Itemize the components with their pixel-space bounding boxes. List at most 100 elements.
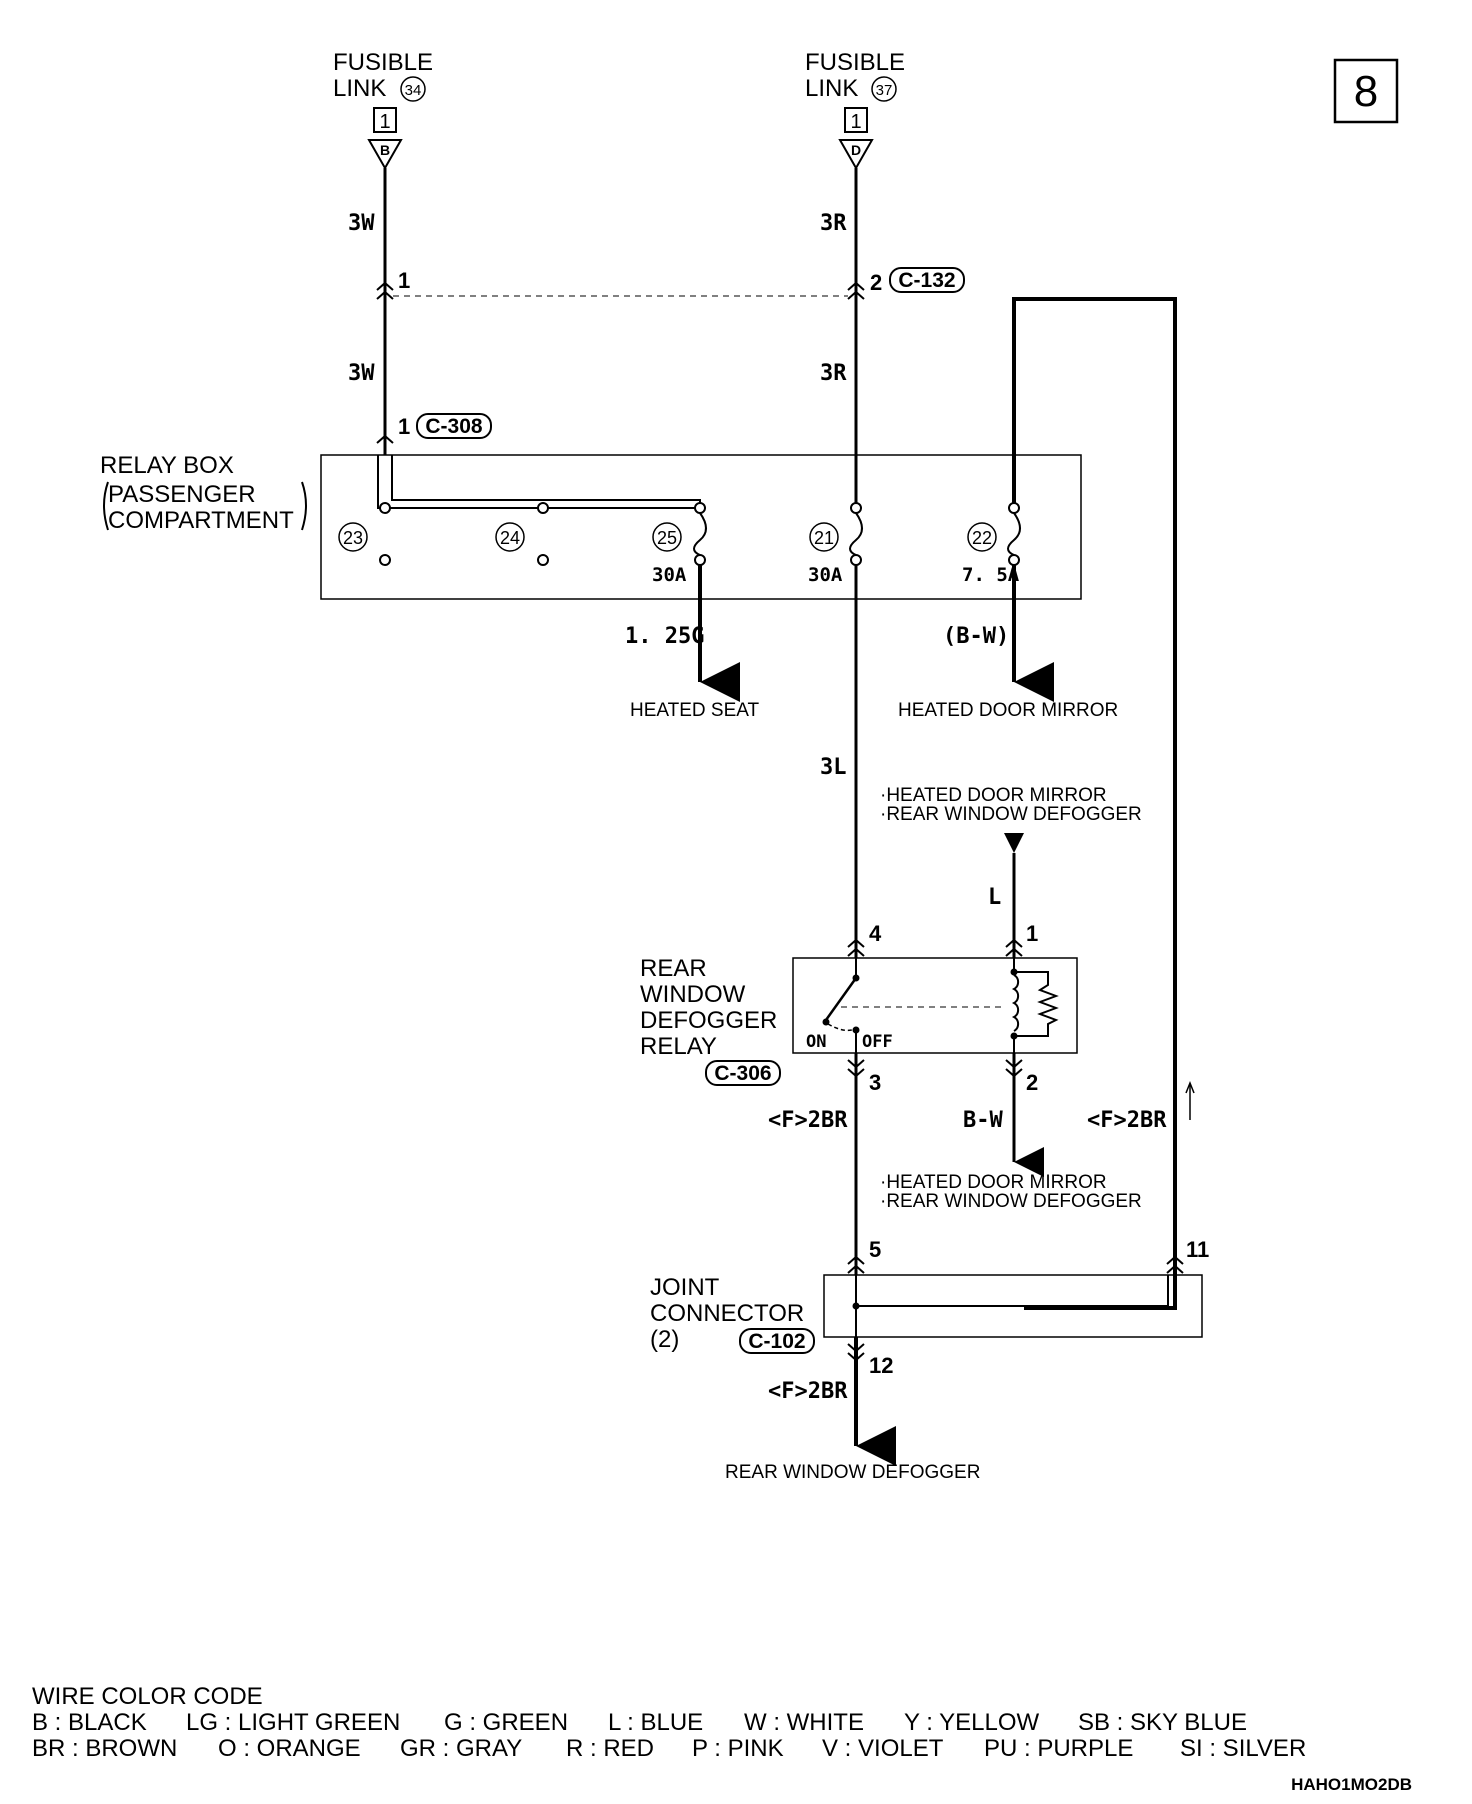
c132-pin-1: 1	[398, 268, 410, 293]
fusible-link-37-number: 37	[876, 82, 893, 99]
fusible-link-34-line1: FUSIBLE	[333, 49, 433, 76]
wire-label-2br-2: <F>2BR	[1087, 1108, 1167, 1133]
fuse-21: 21	[814, 528, 834, 548]
legend-o: O : ORANGE	[218, 1735, 361, 1762]
fusible-link-34-number: 34	[405, 82, 422, 99]
wire-color-legend: WIRE COLOR CODE B : BLACK LG : LIGHT GRE…	[32, 1683, 1306, 1762]
joint-pin-12: 12	[869, 1353, 893, 1378]
dest-upper-mirror: ·HEATED DOOR MIRROR	[880, 785, 1107, 806]
legend-y: Y : YELLOW	[904, 1709, 1040, 1736]
legend-r: R : RED	[566, 1735, 654, 1762]
relay-box-title: RELAY BOX	[100, 452, 234, 479]
fuse-25: 25	[657, 528, 677, 548]
relay-pin-1: 1	[1026, 921, 1038, 946]
legend-sb: SB : SKY BLUE	[1078, 1709, 1247, 1736]
relay-line1: REAR	[640, 955, 707, 982]
relay-line2: WINDOW	[640, 981, 746, 1008]
wire-bw: B-W ·HEATED DOOR MIRROR ·REAR WINDOW DEF…	[880, 1053, 1142, 1212]
joint-connector-line1: JOINT	[650, 1274, 720, 1301]
fusible-link-37-terminal: D	[851, 142, 861, 158]
wire-label-3l: 3L	[820, 755, 847, 780]
c308-pin-1: 1	[398, 414, 410, 439]
c132-id: C-132	[898, 269, 955, 292]
fuse-22-rating: 7. 5A	[962, 564, 1020, 586]
c306-id: C-306	[714, 1062, 771, 1085]
relay-line4: RELAY	[640, 1033, 717, 1060]
dest-upper-defogger: ·REAR WINDOW DEFOGGER	[880, 804, 1142, 825]
wire-rear-window-defogger: <F>2BR REAR WINDOW DEFOGGER	[725, 1337, 980, 1483]
legend-w: W : WHITE	[744, 1709, 864, 1736]
c132-pin-2: 2	[870, 270, 882, 295]
c102-id: C-102	[748, 1330, 805, 1353]
relay-box: RELAY BOX PASSENGER COMPARTMENT 23 24 25…	[100, 452, 1082, 600]
fuse-22: 22	[972, 528, 992, 548]
wire-3l: 3L	[820, 565, 858, 958]
wire-label-3w-upper: 3W	[348, 211, 375, 236]
connector-c308: 1 C-308	[376, 413, 492, 444]
joint-pin-11: 11	[1186, 1237, 1209, 1262]
joint-connector-line3: (2)	[650, 1326, 679, 1353]
wire-label-3r-lower: 3R	[820, 361, 847, 386]
fuse-25-rating: 30A	[652, 564, 687, 586]
dest-lower-mirror: ·HEATED DOOR MIRROR	[880, 1172, 1107, 1193]
fusible-link-37-line1: FUSIBLE	[805, 49, 905, 76]
wire-heated-seat: 1. 25G HEATED SEAT	[625, 565, 760, 721]
joint-pin-5: 5	[869, 1237, 881, 1262]
wire-label-bw: B-W	[963, 1108, 1003, 1133]
fusible-link-34: FUSIBLE LINK 34 1 B	[333, 49, 433, 171]
relay-pin-2: 2	[1026, 1070, 1038, 1095]
wire-label-2br-1: <F>2BR	[768, 1108, 848, 1133]
legend-gr: GR : GRAY	[400, 1735, 522, 1762]
fusible-link-37-line2: LINK	[805, 75, 858, 102]
wire-label-1-25g: 1. 25G	[625, 624, 704, 649]
dest-lower-defogger: ·REAR WINDOW DEFOGGER	[880, 1191, 1142, 1212]
diagram-code: HAHO1MO2DB	[1291, 1775, 1412, 1794]
wire-label-bw-paren: (B-W)	[943, 624, 1009, 649]
wire-3w: 3W 3W	[348, 168, 387, 455]
wire-heated-door-mirror: (B-W) HEATED DOOR MIRROR	[898, 565, 1118, 721]
dest-heated-door-mirror: HEATED DOOR MIRROR	[898, 700, 1118, 721]
relay-pin-4: 4	[869, 921, 882, 946]
page-number: 8	[1354, 67, 1378, 116]
wire-label-3w-lower: 3W	[348, 361, 375, 386]
legend-g: G : GREEN	[444, 1709, 568, 1736]
relay-box-line3: COMPARTMENT	[108, 507, 294, 534]
wire-label-l: L	[988, 885, 1001, 910]
legend-br: BR : BROWN	[32, 1735, 177, 1762]
relay-box-line2: PASSENGER	[108, 481, 256, 508]
wire-2br-loop-label: <F>2BR	[1087, 1080, 1195, 1133]
c308-id: C-308	[425, 415, 483, 438]
legend-v: V : VIOLET	[822, 1735, 944, 1762]
fusible-link-34-line2: LINK	[333, 75, 386, 102]
legend-b: B : BLACK	[32, 1709, 147, 1736]
wire-loop-right	[1012, 297, 1177, 1310]
fusible-link-34-terminal: B	[380, 142, 390, 158]
fuse-21-rating: 30A	[808, 564, 843, 586]
wire-2br-relay-joint: <F>2BR	[768, 1053, 858, 1275]
page-number-box: 8	[1333, 58, 1399, 124]
connector-c132: 1 2 C-132	[376, 267, 965, 300]
legend-title: WIRE COLOR CODE	[32, 1683, 263, 1710]
fuse-24: 24	[500, 528, 520, 548]
legend-lg: LG : LIGHT GREEN	[186, 1709, 400, 1736]
dest-rear-window-defogger: REAR WINDOW DEFOGGER	[725, 1462, 980, 1483]
legend-p: P : PINK	[692, 1735, 784, 1762]
fusible-link-37-pin: 1	[850, 111, 861, 133]
relay-on-label: ON	[806, 1032, 826, 1052]
legend-l: L : BLUE	[608, 1709, 703, 1736]
wire-label-2br-3: <F>2BR	[768, 1379, 848, 1404]
joint-connector-line2: CONNECTOR	[650, 1300, 804, 1327]
wire-label-3r-upper: 3R	[820, 211, 847, 236]
relay-off-label: OFF	[862, 1032, 893, 1052]
rear-window-defogger-relay: REAR WINDOW DEFOGGER RELAY C-306 ON OFF …	[640, 921, 1078, 1095]
relay-pin-3: 3	[869, 1070, 881, 1095]
legend-si: SI : SILVER	[1180, 1735, 1306, 1762]
fusible-link-37: FUSIBLE LINK 37 1 D	[805, 49, 905, 171]
wire-l: ·HEATED DOOR MIRROR ·REAR WINDOW DEFOGGE…	[880, 785, 1142, 958]
fuse-23: 23	[343, 528, 363, 548]
dest-heated-seat: HEATED SEAT	[630, 700, 760, 721]
wire-3r: 3R 3R	[820, 168, 858, 508]
fusible-link-34-pin: 1	[379, 111, 390, 133]
relay-line3: DEFOGGER	[640, 1007, 777, 1034]
